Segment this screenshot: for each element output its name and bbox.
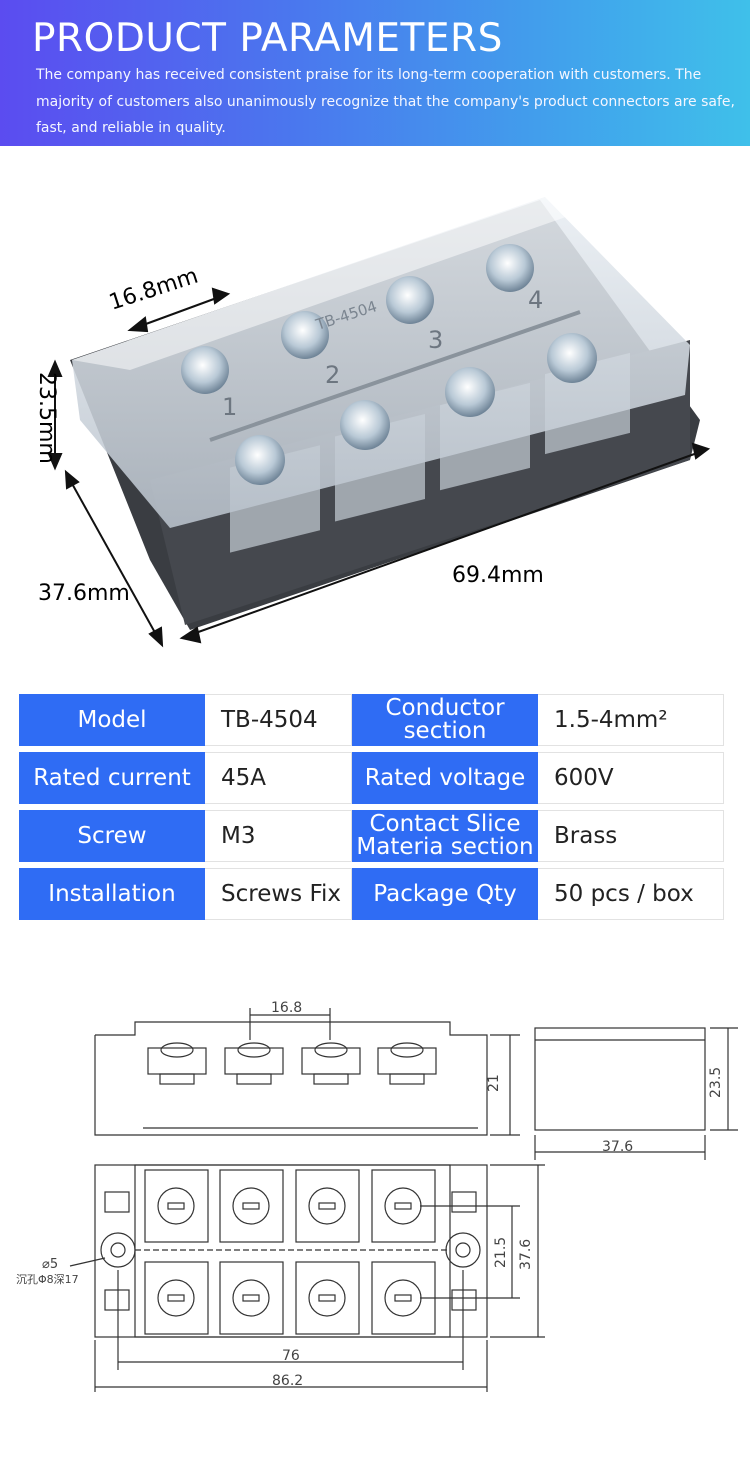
dim-height-label: 23.5mm xyxy=(34,372,59,464)
spec-value: 600V xyxy=(538,752,724,804)
spec-value: Brass xyxy=(538,810,724,862)
spec-value: TB-4504 xyxy=(205,694,352,746)
spec-label-line: Rated voltage xyxy=(364,764,526,791)
dimension-arrows xyxy=(47,287,711,648)
page-title: PRODUCT PARAMETERS xyxy=(32,16,503,61)
table-row: Installation Screws Fix Package Qty 50 p… xyxy=(19,868,724,920)
separator-bar xyxy=(209,310,581,442)
terminal-number: 3 xyxy=(428,326,443,354)
spec-label-line: section xyxy=(403,718,487,744)
dim-total-length: 86.2 xyxy=(272,1373,303,1389)
top-screws xyxy=(181,244,534,394)
dim-mount-length: 76 xyxy=(282,1348,300,1364)
spec-label-line: Package Qty xyxy=(373,880,517,907)
spec-label: Installation xyxy=(19,868,205,920)
product-photo: 1 2 3 4 TB-4504 16.8mm 23.5mm 37.6mm 69.… xyxy=(34,197,711,648)
spec-value: Screws Fix xyxy=(205,868,352,920)
spec-label-line: Materia section xyxy=(356,834,534,860)
hole-diameter: ⌀5 xyxy=(42,1257,58,1272)
bottom-screws xyxy=(235,333,597,485)
header-description: The company has received consistent prai… xyxy=(36,67,735,136)
terminal-number: 1 xyxy=(222,393,237,421)
dim-length-label: 69.4mm xyxy=(452,563,544,588)
spec-label: Screw xyxy=(19,810,205,862)
spec-value: 1.5-4mm² xyxy=(538,694,724,746)
front-view xyxy=(94,1008,520,1136)
dim-pitch: 16.8 xyxy=(271,1000,302,1016)
spec-label-line: Conductor xyxy=(385,695,505,721)
spec-label-line: Contact Slice xyxy=(369,811,521,837)
spec-label: Rated voltage xyxy=(352,752,538,804)
spec-value: 50 pcs / box xyxy=(538,868,724,920)
hole-note: 沉孔Φ8深17 xyxy=(16,1273,79,1286)
spec-value: M3 xyxy=(205,810,352,862)
side-view xyxy=(534,1027,738,1160)
table-row: Rated current 45A Rated voltage 600V xyxy=(19,752,724,804)
spec-label: Rated current xyxy=(19,752,205,804)
front-terminal-outlines xyxy=(147,1042,437,1085)
transparent-cover xyxy=(72,197,690,528)
terminal-number: 4 xyxy=(528,286,543,314)
dim-side-width: 37.6 xyxy=(602,1139,633,1155)
dim-hole-pitch: 21.5 xyxy=(493,1237,509,1268)
dim-front-height: 21 xyxy=(486,1074,502,1092)
spec-value: 45A xyxy=(205,752,352,804)
dim-top-width: 37.6 xyxy=(518,1239,534,1270)
dim-side-height: 23.5 xyxy=(708,1067,724,1098)
top-view xyxy=(69,1164,545,1392)
top-terminal-outlines xyxy=(144,1169,436,1335)
spec-label: Package Qty xyxy=(352,868,538,920)
header-banner: PRODUCT PARAMETERS The company has recei… xyxy=(0,0,750,146)
technical-drawing: 16.8 21 23.5 37.6 xyxy=(16,1000,738,1392)
spec-label: Model xyxy=(19,694,205,746)
terminal-number: 2 xyxy=(325,361,340,389)
dim-width-label: 37.6mm xyxy=(38,581,130,606)
